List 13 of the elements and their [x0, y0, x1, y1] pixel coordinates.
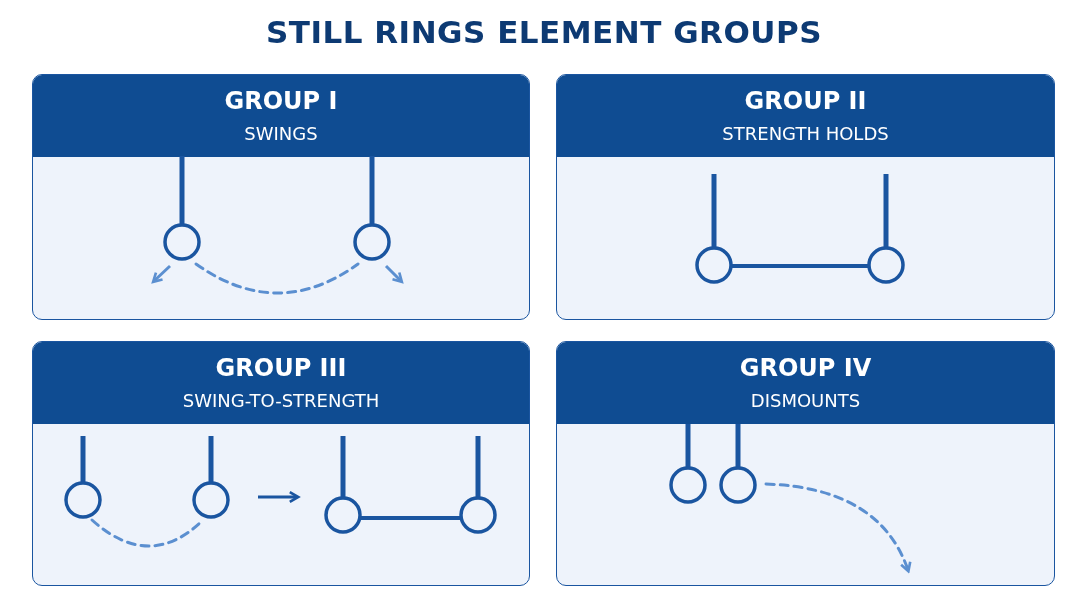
group-panel	[556, 74, 1055, 320]
group-heading: GROUP III	[214, 354, 348, 382]
group-panel	[32, 341, 530, 586]
group-heading: GROUP I	[223, 87, 339, 115]
group-subtitle: SWINGS	[243, 123, 319, 144]
group-panel	[556, 341, 1055, 586]
group-subtitle: SWING-TO-STRENGTH	[181, 390, 381, 411]
group-heading: GROUP II	[743, 87, 868, 115]
group-subtitle: DISMOUNTS	[749, 390, 862, 411]
title: STILL RINGS ELEMENT GROUPS	[264, 14, 824, 50]
group-panel	[32, 74, 530, 320]
group-heading: GROUP IV	[738, 354, 873, 382]
group-subtitle: STRENGTH HOLDS	[721, 123, 890, 144]
